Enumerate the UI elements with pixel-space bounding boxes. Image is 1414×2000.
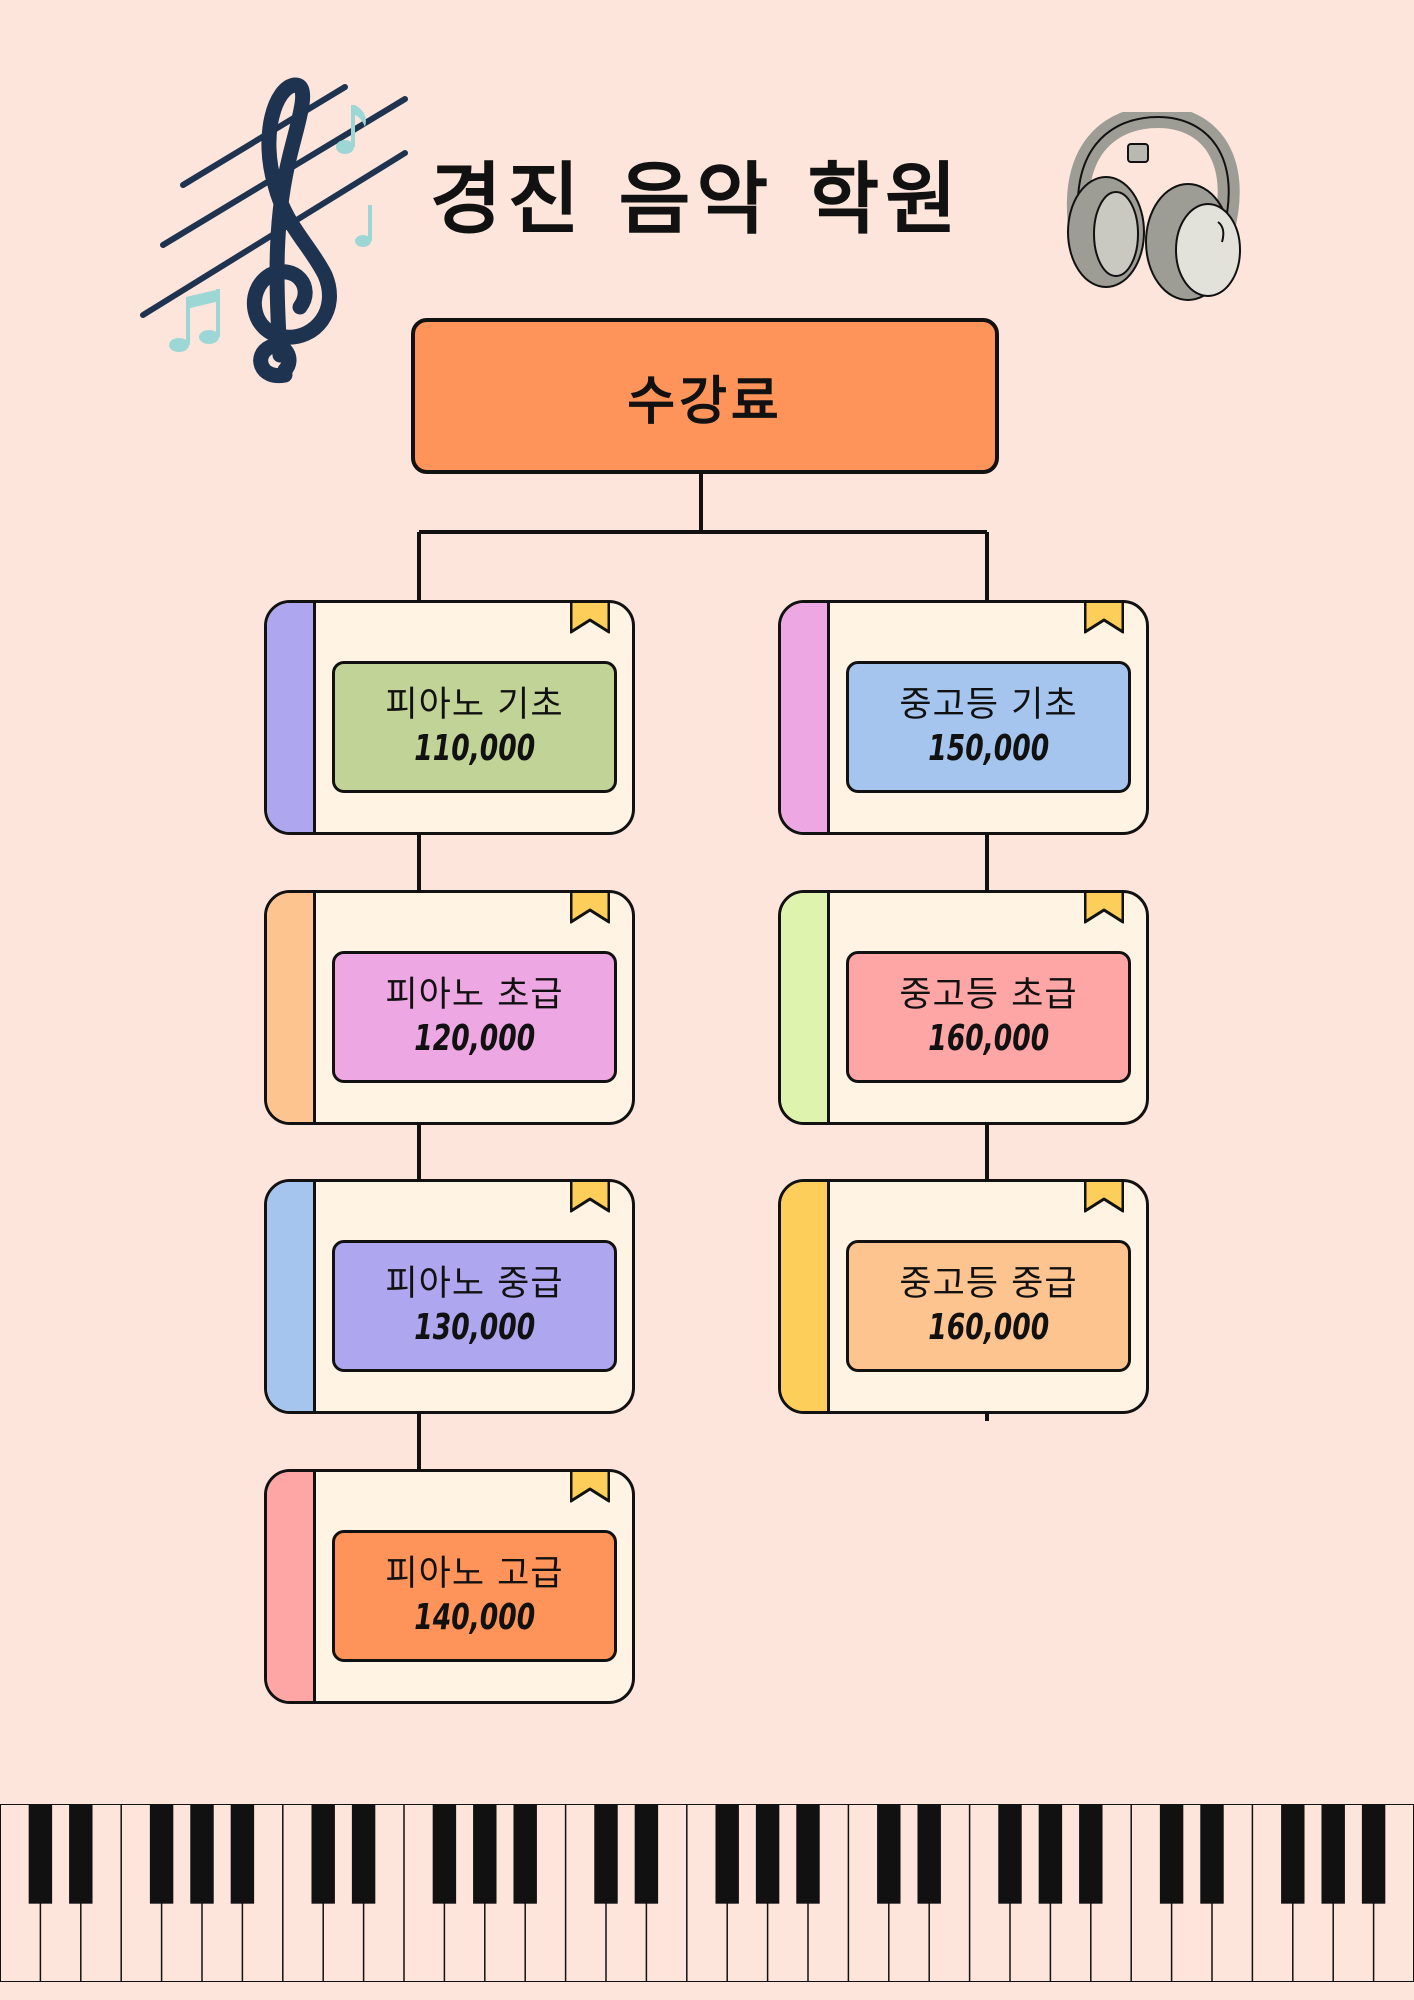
- course-price: 110,000: [414, 728, 535, 769]
- course-label-box: 중고등 중급 160,000: [846, 1240, 1131, 1372]
- black-key: [190, 1804, 214, 1904]
- black-key: [513, 1804, 537, 1904]
- bookmark-icon: [1084, 603, 1124, 634]
- card-spine: [267, 893, 316, 1122]
- black-key: [1200, 1804, 1224, 1904]
- music-note-icon: [169, 105, 372, 352]
- black-key: [755, 1804, 780, 1904]
- black-key: [796, 1804, 820, 1904]
- course-card-piano-basic: 피아노 기초 110,000: [264, 600, 635, 835]
- card-spine: [267, 1472, 316, 1701]
- headphones-icon: [1066, 112, 1241, 301]
- course-label-box: 피아노 고급 140,000: [332, 1530, 617, 1662]
- bookmark-icon: [1084, 893, 1124, 924]
- black-key: [28, 1804, 53, 1904]
- course-label-box: 피아노 초급 120,000: [332, 951, 617, 1083]
- course-label-box: 중고등 초급 160,000: [846, 951, 1131, 1083]
- black-key: [715, 1804, 739, 1904]
- black-key: [634, 1804, 659, 1904]
- bookmark-icon: [570, 1182, 610, 1213]
- course-name: 피아노 중급: [385, 1264, 564, 1304]
- course-price: 130,000: [414, 1307, 535, 1348]
- black-key: [1361, 1804, 1386, 1904]
- course-card-piano-advanced: 피아노 고급 140,000: [264, 1469, 635, 1704]
- black-key: [473, 1804, 497, 1904]
- bookmark-icon: [570, 893, 610, 924]
- course-name: 피아노 고급: [385, 1554, 564, 1594]
- card-spine: [267, 1182, 316, 1411]
- course-card-piano-intermediate: 피아노 중급 130,000: [264, 1179, 635, 1414]
- course-card-secondary-beginner: 중고등 초급 160,000: [778, 890, 1149, 1125]
- treble-clef-icon: [140, 77, 408, 384]
- course-price: 160,000: [928, 1307, 1049, 1348]
- black-key: [1079, 1804, 1103, 1904]
- black-key: [432, 1804, 457, 1904]
- black-key: [1321, 1804, 1345, 1904]
- course-price: 150,000: [928, 728, 1049, 769]
- bookmark-icon: [570, 603, 610, 634]
- course-name: 중고등 중급: [899, 1264, 1078, 1304]
- black-key: [594, 1804, 618, 1904]
- card-spine: [781, 893, 830, 1122]
- black-key: [1038, 1804, 1063, 1904]
- course-price: 160,000: [928, 1018, 1049, 1059]
- course-card-piano-beginner: 피아노 초급 120,000: [264, 890, 635, 1125]
- bookmark-icon: [1084, 1182, 1124, 1213]
- course-label-box: 피아노 중급 130,000: [332, 1240, 617, 1372]
- course-label-box: 피아노 기초 110,000: [332, 661, 617, 793]
- course-price: 140,000: [414, 1597, 535, 1638]
- black-key: [917, 1804, 941, 1904]
- black-key: [149, 1804, 174, 1904]
- black-key: [1281, 1804, 1305, 1904]
- tree-connectors: [417, 474, 989, 1471]
- course-card-secondary-intermediate: 중고등 중급 160,000: [778, 1179, 1149, 1414]
- card-spine: [781, 1182, 830, 1411]
- black-key: [311, 1804, 335, 1904]
- piano-keyboard: [0, 1804, 1414, 1982]
- course-name: 피아노 기초: [385, 685, 564, 725]
- page-title: 경진 음악 학원: [430, 155, 963, 245]
- black-key: [351, 1804, 376, 1904]
- card-spine: [267, 603, 316, 832]
- course-label-box: 중고등 기초 150,000: [846, 661, 1131, 793]
- root-node-tuition: 수강료: [411, 318, 999, 474]
- black-key: [998, 1804, 1022, 1904]
- card-spine: [781, 603, 830, 832]
- course-price: 120,000: [414, 1018, 535, 1059]
- black-key: [69, 1804, 93, 1904]
- course-name: 중고등 초급: [899, 975, 1078, 1015]
- bookmark-icon: [570, 1472, 610, 1503]
- course-name: 피아노 초급: [385, 975, 564, 1015]
- black-key: [1159, 1804, 1184, 1904]
- black-key: [877, 1804, 901, 1904]
- black-key: [230, 1804, 255, 1904]
- course-card-secondary-basic: 중고등 기초 150,000: [778, 600, 1149, 835]
- course-name: 중고등 기초: [899, 685, 1078, 725]
